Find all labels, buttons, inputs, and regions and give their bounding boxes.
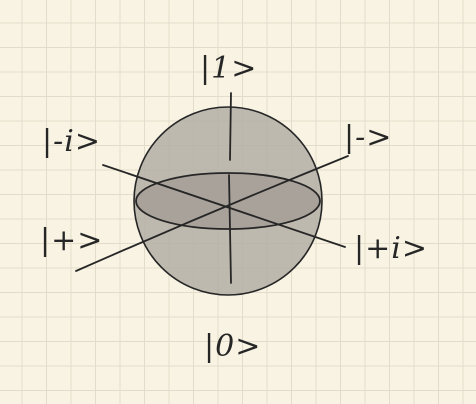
label-ket-0: |0>	[204, 329, 261, 364]
label-ket-1: |1>	[200, 51, 257, 86]
label-ket-plus: |+>	[40, 223, 103, 258]
label-ket-minus: |->	[344, 120, 392, 155]
label-ket-plus-i: |+i>	[354, 231, 428, 266]
y-axis	[102, 164, 346, 248]
equator-ellipse	[135, 172, 321, 230]
label-ket-minus-i: |-i>	[42, 124, 101, 159]
z-axis	[228, 92, 232, 284]
x-axis	[75, 155, 349, 272]
